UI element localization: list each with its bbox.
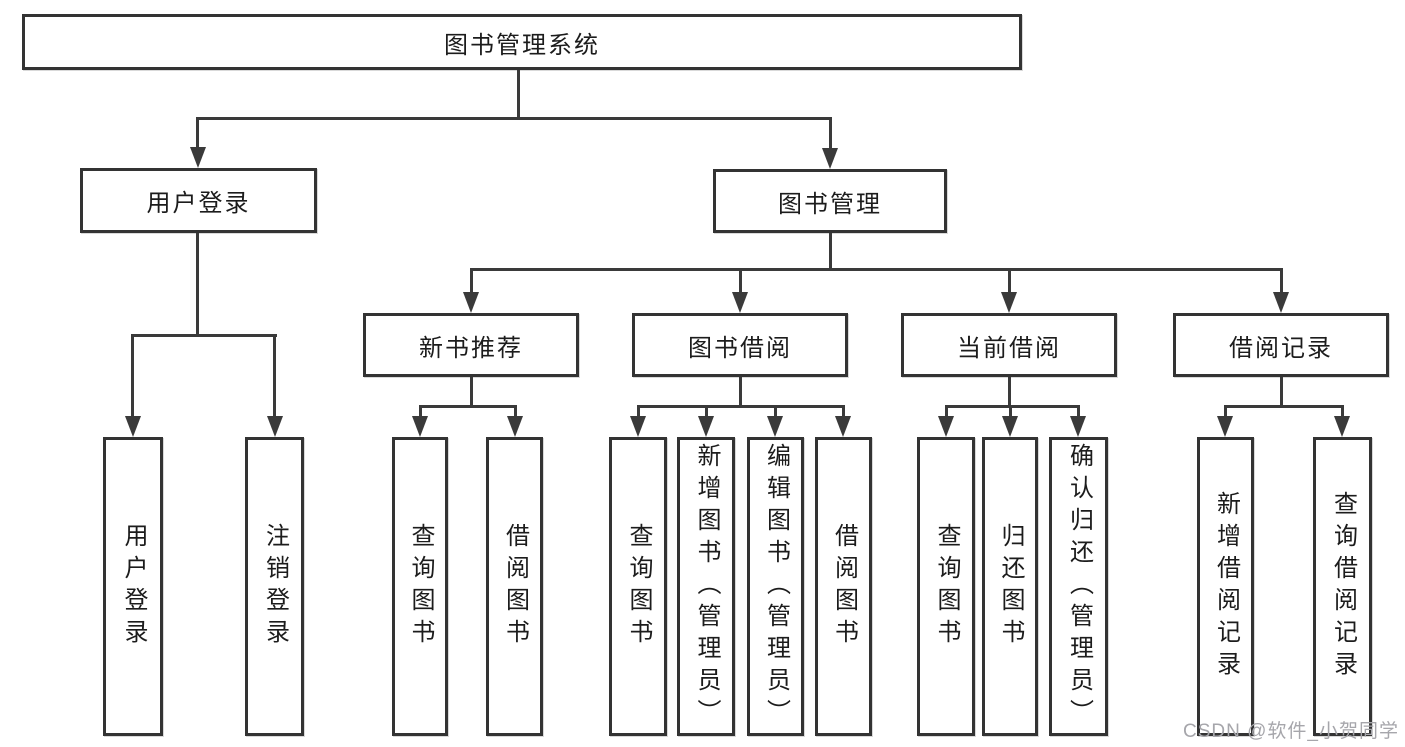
connector-line [1280, 377, 1283, 408]
arrow-down-icon [463, 292, 479, 313]
connector-line [196, 233, 199, 337]
node-current-borrowing: 当前借阅 [901, 313, 1117, 377]
arrow-down-icon [938, 416, 954, 437]
connector-line [1008, 268, 1011, 294]
leaf-query-borrow-record: 查询借阅记录 [1313, 437, 1372, 736]
node-root: 图书管理系统 [22, 14, 1022, 70]
arrow-down-icon [125, 416, 141, 437]
node-book-management: 图书管理 [713, 169, 947, 233]
arrow-down-icon [835, 416, 851, 437]
node-borrowing-records: 借阅记录 [1173, 313, 1389, 377]
connector-line [273, 334, 276, 417]
leaf-edit-books-admin: 编辑图书（管理员） [747, 437, 804, 736]
arrow-down-icon [698, 416, 714, 437]
connector-line [945, 405, 1080, 408]
connector-line [470, 268, 1283, 271]
arrow-down-icon [767, 416, 783, 437]
arrow-down-icon [412, 416, 428, 437]
connector-line [517, 70, 520, 119]
connector-line [705, 405, 708, 418]
connector-line [196, 117, 832, 120]
connector-line [1341, 405, 1344, 418]
arrow-down-icon [732, 292, 748, 313]
arrow-down-icon [1217, 416, 1233, 437]
arrow-down-icon [1001, 292, 1017, 313]
connector-line [637, 405, 845, 408]
node-user-login: 用户登录 [80, 168, 317, 233]
leaf-user-login: 用户登录 [103, 437, 163, 736]
connector-line [637, 405, 640, 418]
connector-line [514, 405, 517, 418]
connector-line [739, 268, 742, 294]
connector-line [1009, 405, 1012, 418]
connector-line [196, 117, 199, 150]
node-new-book-recommend: 新书推荐 [363, 313, 579, 377]
arrow-down-icon [1334, 416, 1350, 437]
arrow-down-icon [507, 416, 523, 437]
arrow-down-icon [267, 416, 283, 437]
connector-line [829, 233, 832, 271]
arrow-down-icon [822, 148, 838, 169]
leaf-add-borrow-record: 新增借阅记录 [1197, 437, 1254, 736]
connector-line [829, 117, 832, 151]
connector-line [739, 377, 742, 408]
connector-line [1077, 405, 1080, 418]
leaf-query-books-borrowing: 查询图书 [609, 437, 667, 736]
connector-line [419, 405, 517, 408]
connector-line [131, 334, 277, 337]
leaf-borrow-books: 借阅图书 [815, 437, 872, 736]
arrow-down-icon [1070, 416, 1086, 437]
leaf-return-books: 归还图书 [982, 437, 1038, 736]
connector-line [842, 405, 845, 418]
connector-line [1280, 268, 1283, 294]
arrow-down-icon [190, 147, 206, 168]
connector-line [1224, 405, 1344, 408]
leaf-borrow-books-recommend: 借阅图书 [486, 437, 543, 736]
connector-line [419, 405, 422, 418]
node-book-borrowing: 图书借阅 [632, 313, 848, 377]
arrow-down-icon [1002, 416, 1018, 437]
connector-line [774, 405, 777, 418]
arrow-down-icon [1273, 292, 1289, 313]
connector-line [470, 377, 473, 408]
connector-line [131, 334, 134, 417]
leaf-query-books-current: 查询图书 [917, 437, 975, 736]
connector-line [470, 268, 473, 294]
leaf-add-books-admin: 新增图书（管理员） [677, 437, 735, 736]
leaf-logout: 注销登录 [245, 437, 304, 736]
csdn-watermark: CSDN @软件_小贺同学 [1183, 721, 1399, 742]
connector-line [1008, 377, 1011, 408]
leaf-query-books-recommend: 查询图书 [392, 437, 448, 736]
connector-line [945, 405, 948, 418]
leaf-confirm-return-admin: 确认归还（管理员） [1049, 437, 1108, 736]
connector-line [1224, 405, 1227, 418]
arrow-down-icon [630, 416, 646, 437]
